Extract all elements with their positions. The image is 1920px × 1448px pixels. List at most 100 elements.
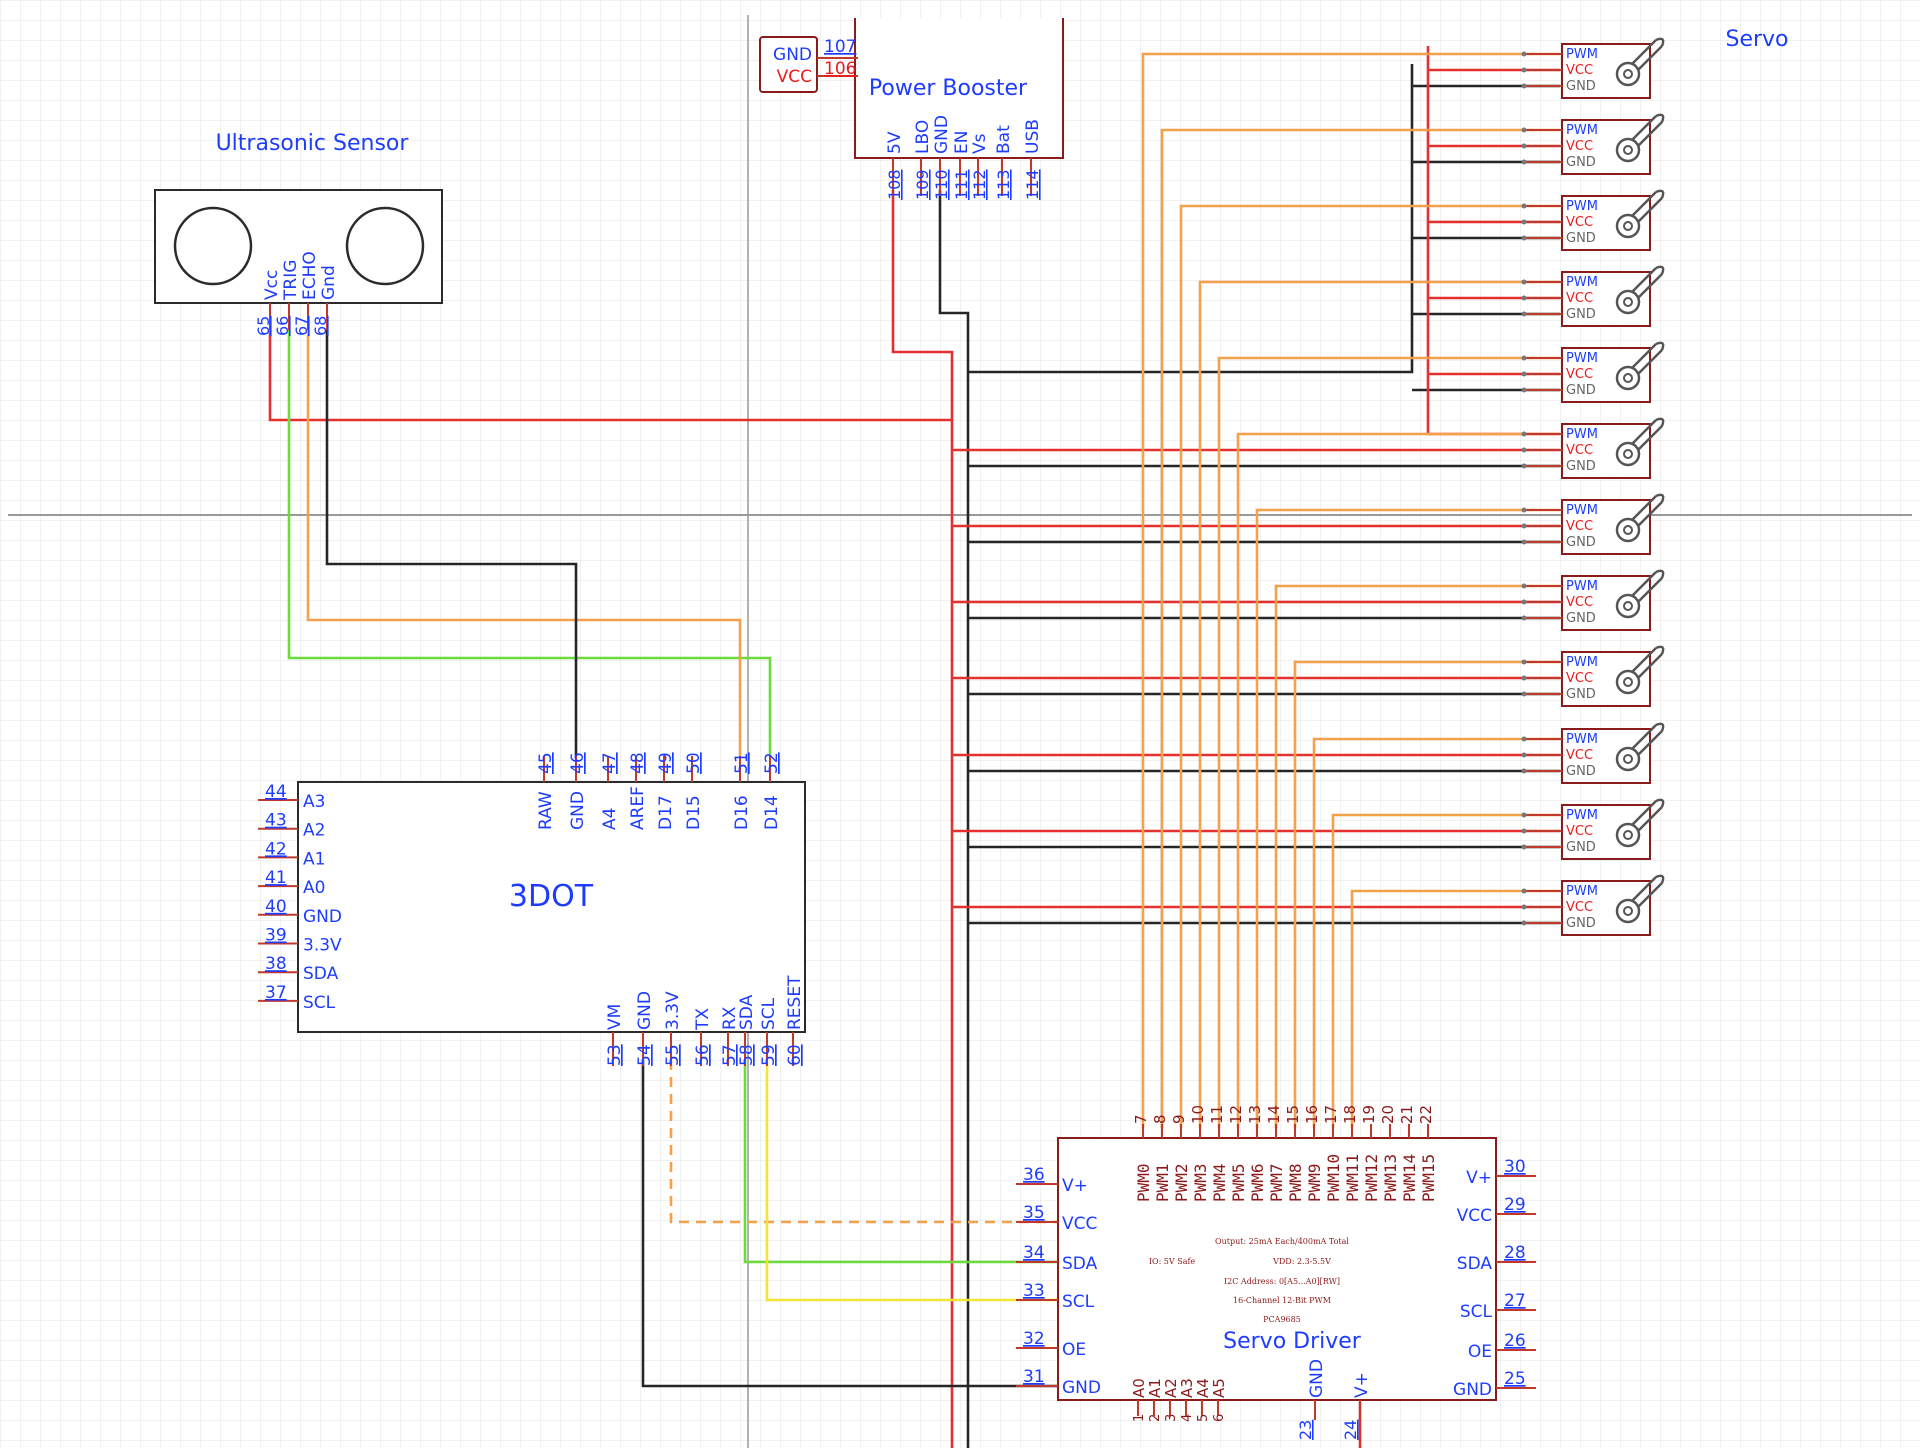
- dot3-left-pin-num: 42: [265, 839, 287, 859]
- ultrasonic-pin-num: 67: [292, 316, 311, 336]
- driver-pwm-name: PWM13: [1381, 1154, 1400, 1202]
- wire-us-vcc: [268, 328, 952, 422]
- driver-pwm-num: 8: [1151, 1114, 1169, 1124]
- ultrasonic-pin-name: ECHO: [300, 251, 320, 300]
- driver-power-name: V+: [1352, 1372, 1372, 1398]
- dot3-left-pin-num: 39: [265, 926, 287, 946]
- dot3-bottom-pin-num: 60: [785, 1044, 805, 1066]
- wire-us-echo: [306, 328, 742, 756]
- servo-arm-icon: [1631, 341, 1665, 375]
- components-layer: PWMVCCGNDPWMVCCGNDPWMVCCGNDPWMVCCGNDPWMV…: [154, 18, 1665, 1420]
- driver-pwm-num: 14: [1265, 1105, 1283, 1124]
- servo-pin-dot: [1521, 143, 1527, 149]
- servo-pin-dot: [1521, 159, 1527, 165]
- dot3-left-pin-name: SDA: [303, 964, 339, 984]
- servo-pin-dot: [1521, 523, 1527, 529]
- servo-pin-label: VCC: [1566, 443, 1593, 458]
- servo-pin-label: PWM: [1566, 655, 1598, 670]
- servo-pin-label: GND: [1566, 916, 1596, 931]
- booster-gnd-num: 107: [824, 37, 856, 57]
- dot3-left-pin-num: 43: [265, 811, 287, 831]
- driver-pwm-name: PWM12: [1362, 1154, 1381, 1202]
- ultrasonic-pin-name: TRIG: [281, 260, 301, 301]
- booster-vcc-label: VCC: [777, 67, 812, 87]
- servo-pin-label: VCC: [1566, 900, 1593, 915]
- dot3-top-pin-name: A4: [600, 808, 620, 830]
- servo-pin-label: GND: [1566, 383, 1596, 398]
- servo-pin-dot: [1521, 507, 1527, 513]
- wire-pwm-5: [1236, 432, 1560, 1128]
- driver-power-num: 24: [1341, 1420, 1360, 1440]
- driver-pwm-name: PWM2: [1172, 1163, 1191, 1202]
- driver-left-pin-name: GND: [1062, 1378, 1101, 1398]
- booster-pin-num: 108: [885, 169, 904, 200]
- driver-left-pin-name: OE: [1062, 1340, 1086, 1360]
- dot3-bottom-pin-name: SCL: [759, 997, 779, 1030]
- driver-left-pin-num: 34: [1023, 1243, 1045, 1263]
- servo-title: Servo: [1725, 27, 1788, 52]
- servo-pin-dot: [1521, 659, 1527, 665]
- dot3-bottom-pin-num: 57: [720, 1044, 740, 1066]
- dot3-left-pin-name: A2: [303, 821, 325, 841]
- dot3-top-pin-num: 52: [762, 752, 782, 774]
- servo-body: [1561, 575, 1651, 631]
- driver-pwm-name: PWM0: [1134, 1163, 1153, 1202]
- driver-power-name: GND: [1307, 1359, 1327, 1398]
- servo-horn-icon: [1615, 365, 1641, 391]
- driver-left-pin-name: SCL: [1062, 1292, 1095, 1312]
- servo-pin-label: GND: [1566, 764, 1596, 779]
- dot3-bottom-pin-name: RX: [720, 1006, 740, 1030]
- driver-pwm-num: 22: [1417, 1105, 1435, 1124]
- servo-horn-icon: [1615, 746, 1641, 772]
- servo-pin-label: VCC: [1566, 367, 1593, 382]
- driver-fine-print: VDD: 2.3-5.5V: [1272, 1257, 1331, 1266]
- servo-horn-hub: [1623, 754, 1633, 764]
- driver-addr-name: A1: [1146, 1378, 1164, 1398]
- servo-arm-icon: [1631, 798, 1665, 832]
- driver-right-pin-name: OE: [1468, 1342, 1492, 1362]
- driver-body: [1057, 1137, 1497, 1401]
- servo-pin-dot: [1521, 235, 1527, 241]
- wire-pwm-0: [1141, 52, 1560, 1128]
- dot3-bottom-pin-name: TX: [693, 1008, 713, 1031]
- driver-addr-name: A3: [1178, 1378, 1196, 1398]
- servo-horn-hub: [1623, 449, 1633, 459]
- booster-pin-name: Vs: [970, 133, 990, 154]
- driver-pwm-num: 15: [1284, 1105, 1302, 1124]
- booster-pin-name: USB: [1023, 119, 1043, 154]
- driver-pwm-name: PWM10: [1324, 1154, 1343, 1202]
- driver-pwm-num: 10: [1189, 1105, 1207, 1124]
- servo-body: [1561, 651, 1651, 707]
- driver-pwm-num: 20: [1379, 1105, 1397, 1124]
- dot3-left-pin-num: 38: [265, 954, 287, 974]
- dot3-body: [297, 781, 806, 1033]
- wire-us-trig: [287, 328, 772, 756]
- ultrasonic-pin-name: Vcc: [262, 270, 282, 300]
- ultrasonic-transducer-right: [345, 206, 425, 286]
- booster-pin-num: 110: [932, 169, 951, 200]
- servo-pin-label: VCC: [1566, 291, 1593, 306]
- driver-pwm-name: PWM5: [1229, 1163, 1248, 1202]
- servo-pin-label: VCC: [1566, 215, 1593, 230]
- servo-horn-hub: [1623, 297, 1633, 307]
- servo-pin-dot: [1521, 463, 1527, 469]
- driver-pwm-num: 21: [1398, 1105, 1416, 1124]
- booster-pin-num: 112: [970, 169, 989, 200]
- dot3-bottom-pin-name: VM: [605, 1004, 625, 1030]
- dot3-bottom-pin-num: 59: [759, 1044, 779, 1066]
- servo-arm-icon: [1631, 417, 1665, 451]
- servo-pin-dot: [1521, 812, 1527, 818]
- servo-horn-icon: [1615, 61, 1641, 87]
- dot3-top-pin-name: RAW: [536, 791, 556, 830]
- booster-pin-name: 5V: [885, 131, 905, 154]
- servo-pin-label: GND: [1566, 79, 1596, 94]
- ultrasonic-pin-num: 68: [311, 316, 330, 336]
- dot3-bottom-pin-num: 53: [605, 1044, 625, 1066]
- dot3-bottom-pin-num: 56: [693, 1044, 713, 1066]
- wire-3v3-driver: [669, 1060, 1058, 1224]
- driver-right-pin-name: SDA: [1457, 1254, 1493, 1274]
- servo-pin-dot: [1521, 295, 1527, 301]
- wire-pwm-11: [1350, 889, 1560, 1128]
- wire-pwm-9: [1312, 737, 1560, 1128]
